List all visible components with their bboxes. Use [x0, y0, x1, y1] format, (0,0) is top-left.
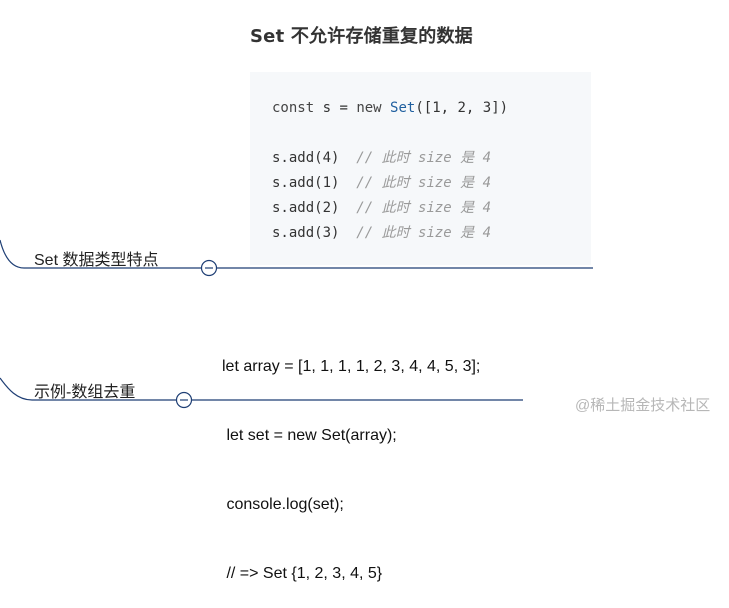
- code-line-add: s.add(4) // 此时 size 是 4: [272, 146, 591, 171]
- code-add-call: s.add(1): [272, 175, 340, 191]
- code-comment: // 此时 size 是 4: [356, 175, 492, 191]
- code-keyword-const: const: [272, 100, 315, 116]
- code-comment: // 此时 size 是 4: [356, 150, 492, 166]
- code-constructor-args: ([1, 2, 3]): [415, 100, 509, 116]
- example-code-line: console.log(set);: [222, 496, 344, 513]
- code-line-add: s.add(3) // 此时 size 是 4: [272, 221, 591, 246]
- code-line-add: s.add(1) // 此时 size 是 4: [272, 171, 591, 196]
- code-line-add: s.add(2) // 此时 size 是 4: [272, 196, 591, 221]
- branch-label-example[interactable]: 示例-数组去重: [34, 384, 136, 401]
- collapse-button-example[interactable]: [175, 391, 193, 409]
- example-code-line: let set = new Set(array);: [222, 427, 397, 444]
- minus-circle-icon: [200, 259, 218, 277]
- branch-label-set-features[interactable]: Set 数据类型特点: [34, 252, 159, 269]
- watermark-text: @稀土掘金技术社区: [575, 397, 711, 414]
- code-comment: // 此时 size 是 4: [356, 200, 492, 216]
- code-variable-assignment: s =: [314, 100, 357, 116]
- minus-circle-icon: [175, 391, 193, 409]
- code-line-declaration: const s = new Set([1, 2, 3]): [272, 96, 591, 121]
- code-space: [382, 100, 390, 116]
- code-add-call: s.add(2): [272, 200, 340, 216]
- code-add-call: s.add(3): [272, 225, 340, 241]
- collapse-button-set-features[interactable]: [200, 259, 218, 277]
- code-card: const s = new Set([1, 2, 3]) s.add(4) //…: [250, 72, 591, 265]
- section-title: Set 不允许存储重复的数据: [250, 26, 473, 47]
- example-code-block: let array = [1, 1, 1, 1, 2, 3, 4, 4, 5, …: [222, 309, 480, 608]
- code-comment: // 此时 size 是 4: [356, 225, 492, 241]
- code-blank-line: [272, 121, 591, 146]
- code-set-constructor: Set: [390, 100, 416, 116]
- example-code-line: // => Set {1, 2, 3, 4, 5}: [222, 565, 383, 582]
- code-add-call: s.add(4): [272, 150, 340, 166]
- example-code-line: let array = [1, 1, 1, 1, 2, 3, 4, 4, 5, …: [222, 358, 481, 375]
- code-keyword-new: new: [356, 100, 382, 116]
